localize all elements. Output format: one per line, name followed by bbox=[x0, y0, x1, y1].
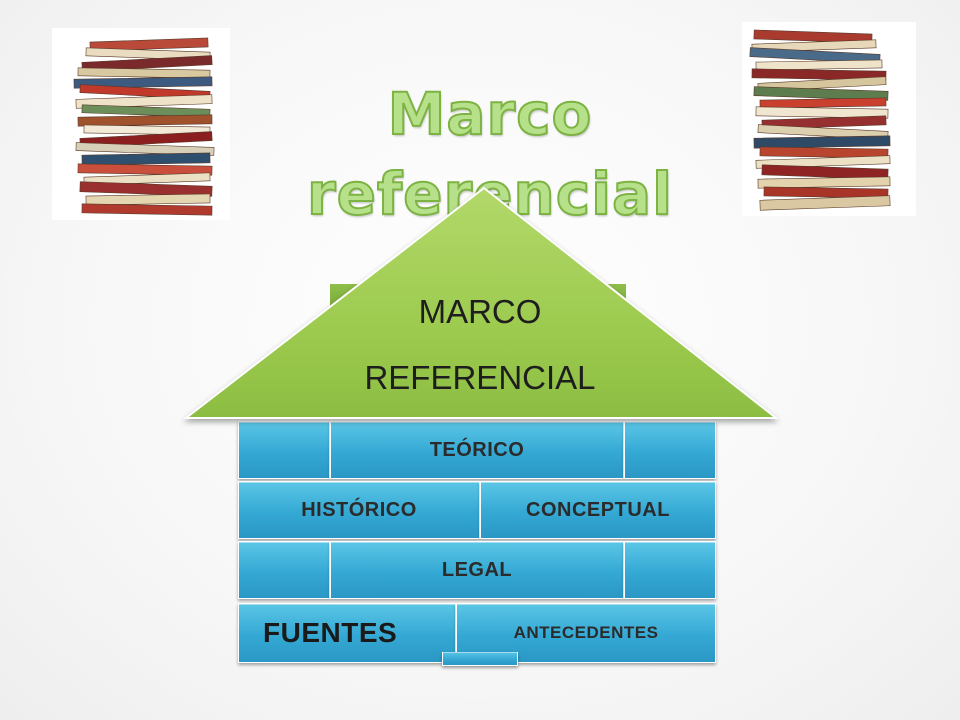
book-stack-icon bbox=[742, 22, 916, 216]
brick-fuentes-label: FUENTES bbox=[263, 617, 398, 648]
book-stack-icon bbox=[52, 28, 230, 220]
roof-line2: REFERENCIAL bbox=[364, 359, 596, 396]
brick-teorico-label: TEÓRICO bbox=[429, 438, 525, 461]
brick-fuentes: FUENTES bbox=[238, 603, 456, 663]
brick-door-tab bbox=[442, 652, 518, 666]
brick-antecedentes-label: ANTECEDENTES bbox=[513, 623, 659, 642]
brick-historico-label: HISTÓRICO bbox=[301, 498, 417, 521]
brick-teorico: TEÓRICO bbox=[330, 421, 624, 479]
brick-row1-left bbox=[238, 421, 330, 479]
book-stack-left-graphic bbox=[73, 37, 215, 216]
brick-legal: LEGAL bbox=[330, 541, 624, 599]
book-stack-right-graphic bbox=[749, 29, 891, 211]
brick-row3-left bbox=[238, 541, 330, 599]
brick-row1-right bbox=[624, 421, 716, 479]
brick-conceptual-label: CONCEPTUAL bbox=[526, 498, 670, 521]
brick-legal-label: LEGAL bbox=[441, 558, 513, 581]
roof-line1: MARCO bbox=[418, 293, 542, 330]
roof-triangle bbox=[183, 186, 779, 419]
brick-historico: HISTÓRICO bbox=[238, 481, 480, 539]
brick-row3-right bbox=[624, 541, 716, 599]
brick-conceptual: CONCEPTUAL bbox=[480, 481, 716, 539]
